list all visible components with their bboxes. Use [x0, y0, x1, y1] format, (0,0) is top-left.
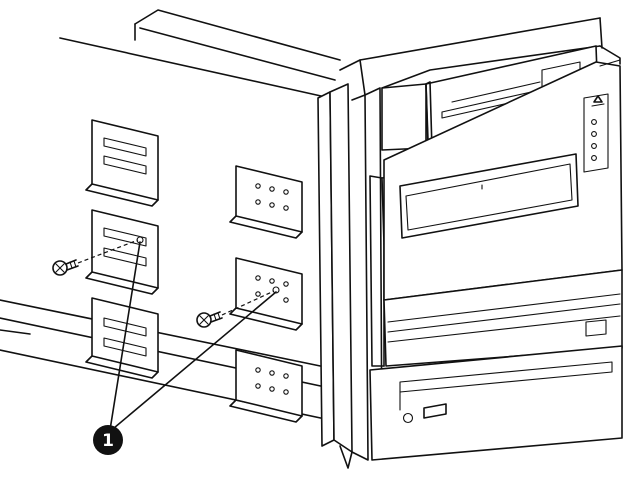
tape-drive — [369, 59, 623, 367]
callout-leaders — [109, 241, 277, 431]
callout-1: 1 — [93, 425, 123, 455]
tape-status-panel — [583, 93, 609, 173]
callout-leader-line — [109, 241, 141, 431]
bay-label-slot — [585, 319, 607, 337]
bracket-bottom-left — [85, 297, 159, 379]
bracket-middle-left — [85, 209, 159, 295]
front-bezel-frame — [317, 17, 603, 469]
callout-leader-line — [113, 291, 277, 429]
bracket-top-left — [85, 119, 159, 207]
optical-eject-button — [423, 403, 447, 419]
tape-slot-recess — [399, 153, 579, 239]
lower-drive-bay — [383, 269, 623, 367]
bracket-bottom-right — [229, 349, 303, 423]
eject-icon — [593, 95, 603, 103]
screw-guide-line — [221, 290, 275, 316]
screw-icon — [196, 311, 223, 328]
callout-bubble — [93, 425, 123, 455]
bracket-top-right — [229, 165, 303, 239]
bracket-middle-right — [229, 257, 303, 331]
optical-power-button — [402, 412, 414, 424]
callout-label: 1 — [102, 431, 114, 451]
screw-icon — [52, 259, 79, 276]
screw-guide-line — [77, 239, 139, 264]
optical-drive — [369, 345, 623, 461]
